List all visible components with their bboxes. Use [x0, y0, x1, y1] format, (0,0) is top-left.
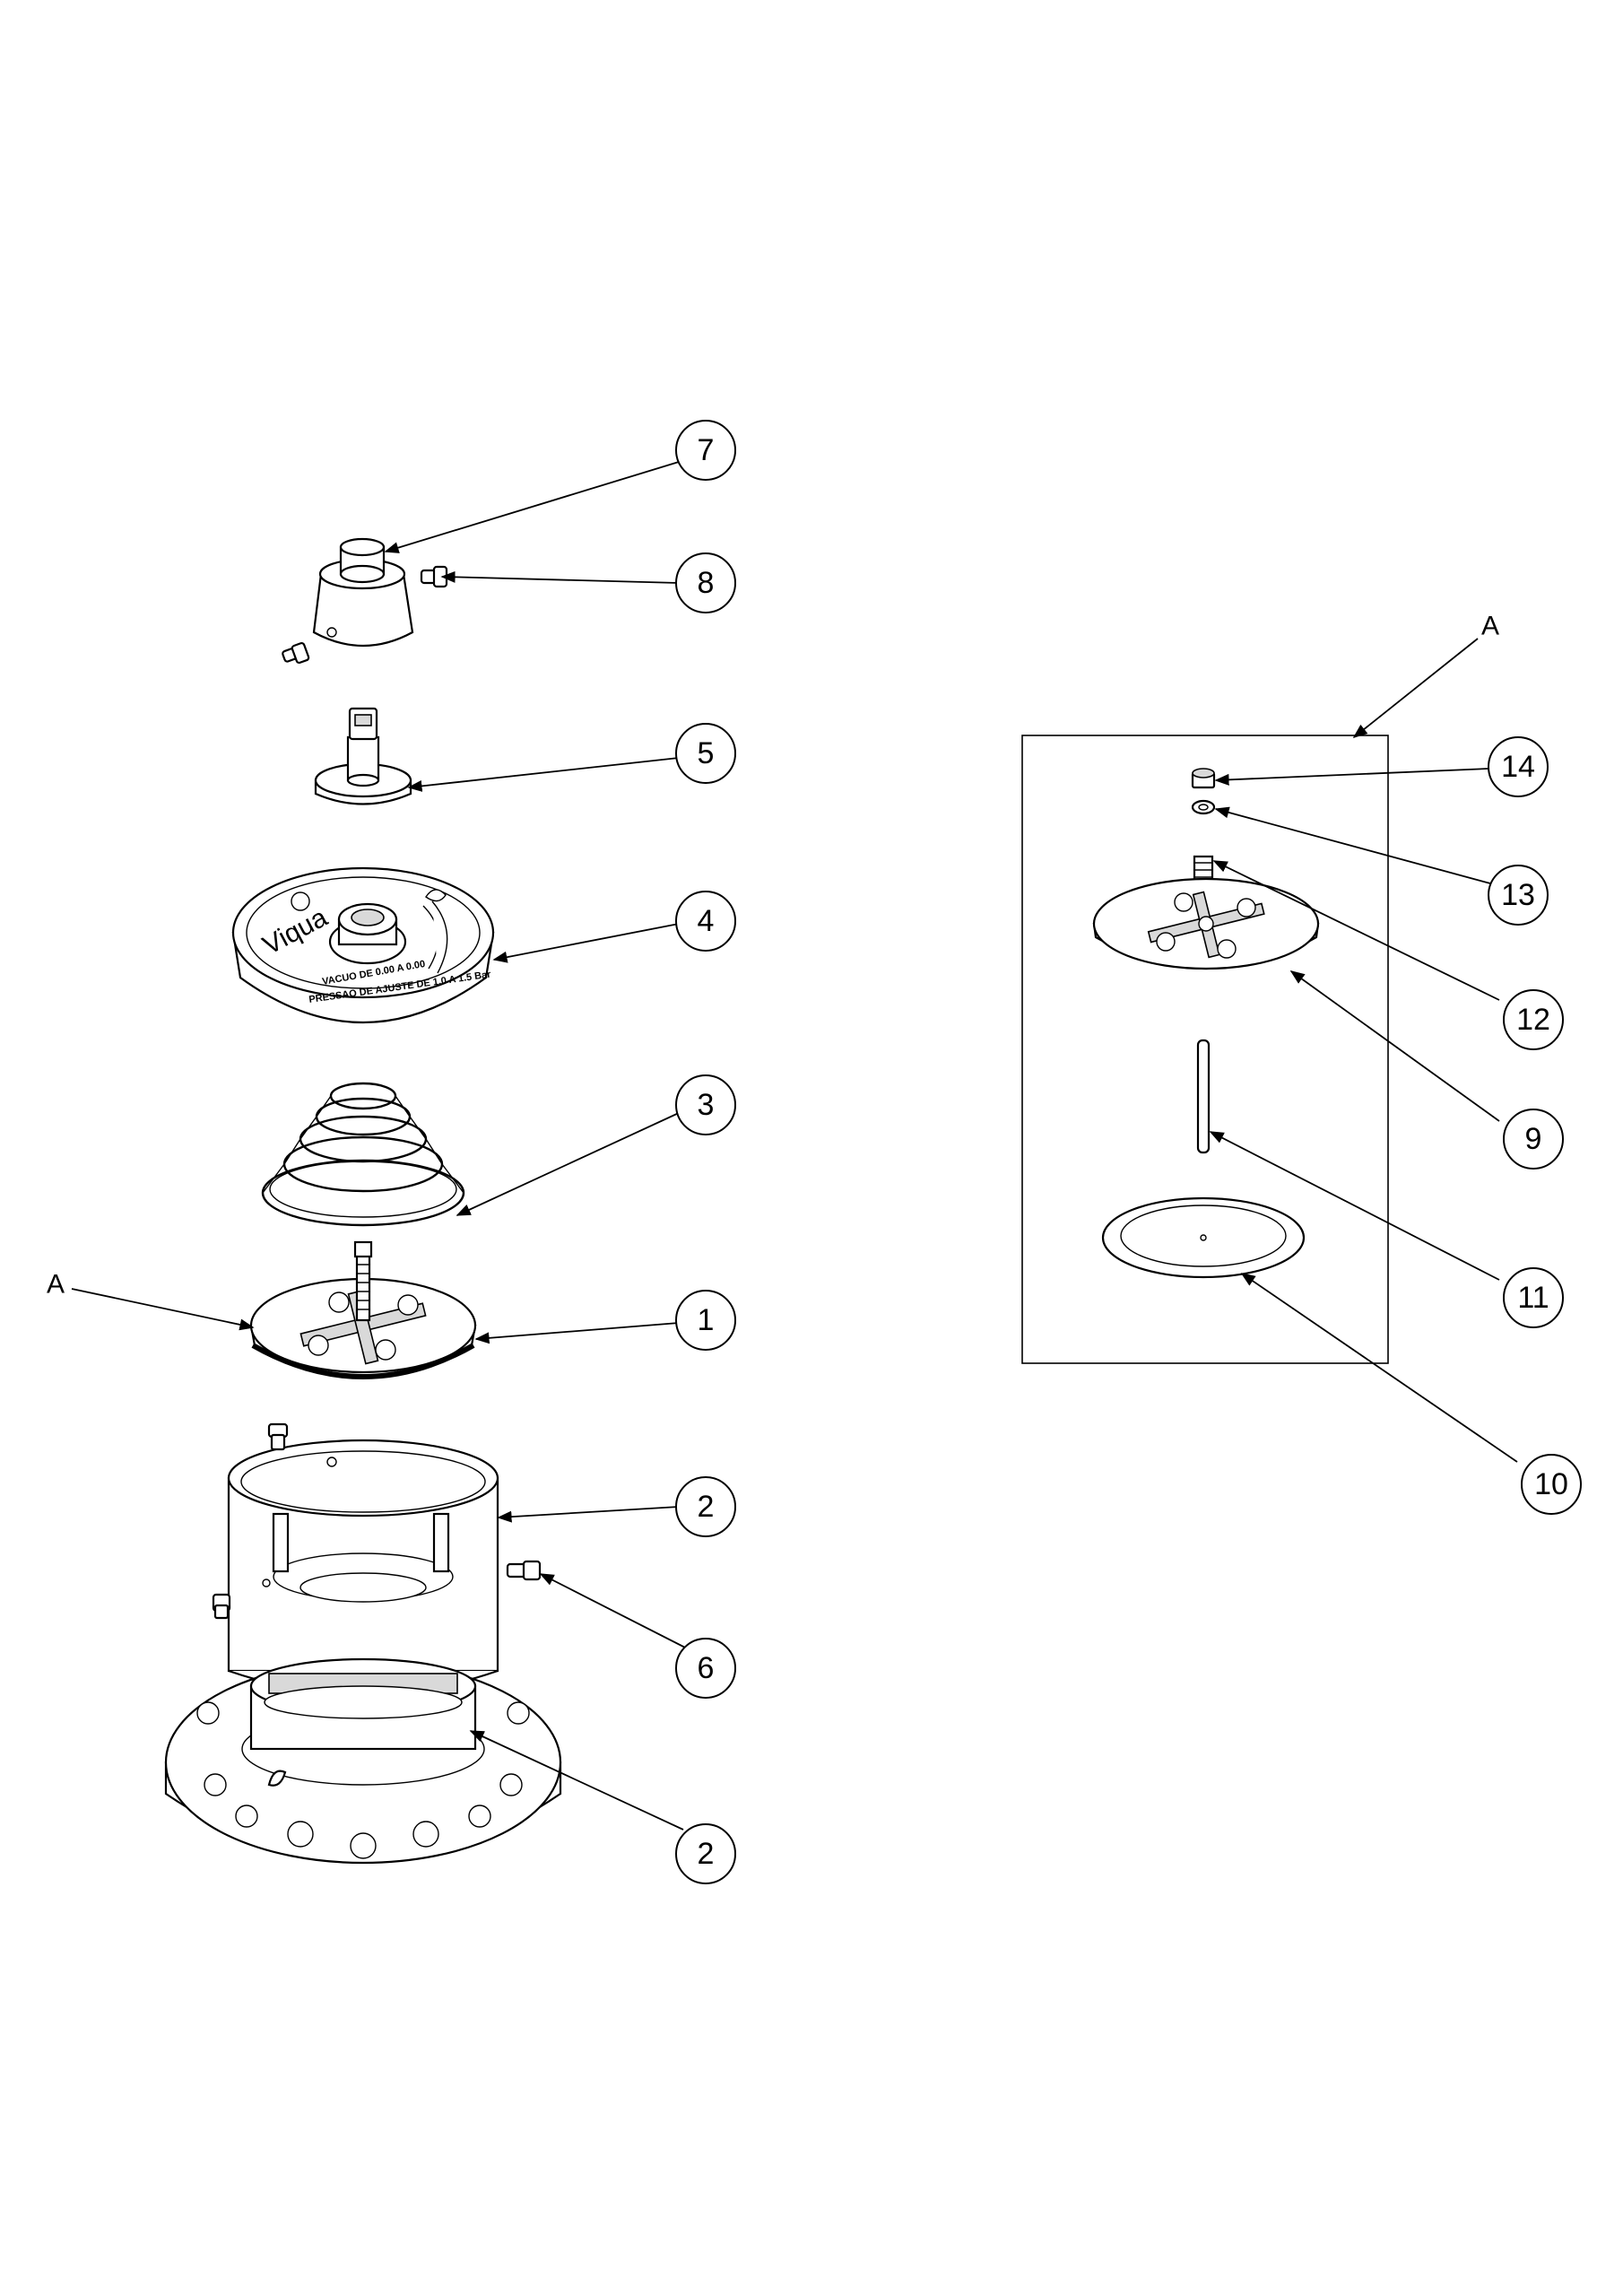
- callout-7: 7: [675, 420, 736, 481]
- callout-14: 14: [1488, 736, 1549, 797]
- part-5-stem: [314, 707, 412, 805]
- callout-3: 3: [675, 1074, 736, 1135]
- callout-10: 10: [1521, 1454, 1582, 1515]
- callout-9-label: 9: [1525, 1122, 1542, 1156]
- callout-13: 13: [1488, 865, 1549, 926]
- part-14-nut: [1191, 768, 1216, 789]
- leader-13: [1214, 806, 1491, 884]
- callout-5: 5: [675, 723, 736, 784]
- callout-12-label: 12: [1516, 1003, 1550, 1037]
- part-1-diaphragm-plate: [249, 1240, 477, 1379]
- callout-13-label: 13: [1501, 878, 1535, 912]
- leader-11: [1209, 1131, 1500, 1281]
- leader-10: [1240, 1273, 1518, 1463]
- part-7-cap: [312, 537, 414, 647]
- detail-a-frame: [1021, 735, 1389, 1364]
- part-6-set-screw-side: [212, 1593, 231, 1620]
- part-6-set-screw: [506, 1560, 542, 1581]
- callout-8: 8: [675, 552, 736, 613]
- leader-4: [492, 923, 680, 963]
- callout-2-upper-label: 2: [698, 1490, 715, 1524]
- callout-2-upper: 2: [675, 1476, 736, 1537]
- leader-5: [407, 757, 680, 792]
- leader-1: [474, 1322, 680, 1344]
- callout-6: 6: [675, 1638, 736, 1699]
- callout-4-label: 4: [698, 904, 715, 938]
- part-11-pin: [1196, 1039, 1211, 1154]
- part-6-set-screw-top: [267, 1422, 289, 1451]
- left-leaders: [71, 461, 691, 1831]
- part-9-plate: [1092, 877, 1320, 970]
- part-4-bonnet: Viqua VACUO DE 0.00 A 0.00 PRESSAO DE AJ…: [231, 866, 495, 1024]
- callout-5-label: 5: [698, 736, 715, 770]
- callout-11: 11: [1503, 1267, 1564, 1328]
- callout-11-label: 11: [1517, 1281, 1549, 1315]
- callout-1: 1: [675, 1290, 736, 1351]
- callout-3-label: 3: [698, 1088, 715, 1122]
- leader-A-right: [1352, 638, 1479, 739]
- part-10-diaphragm: [1101, 1196, 1306, 1279]
- leader-8: [440, 570, 680, 584]
- callout-8-label: 8: [698, 566, 715, 600]
- leader-9: [1289, 970, 1500, 1122]
- callout-2-lower: 2: [675, 1823, 736, 1884]
- callout-9: 9: [1503, 1109, 1564, 1170]
- part-8-screw-loose: [282, 641, 310, 665]
- leader-3: [456, 1111, 681, 1216]
- callout-6-label: 6: [698, 1651, 715, 1685]
- callout-12: 12: [1503, 989, 1564, 1050]
- part-2-flange-base: [164, 1657, 562, 1865]
- callout-10-label: 10: [1534, 1467, 1568, 1501]
- leader-2-lower: [469, 1730, 684, 1831]
- leader-6: [539, 1573, 691, 1651]
- callout-7-label: 7: [698, 433, 715, 467]
- callout-4: 4: [675, 891, 736, 952]
- callout-2-lower-label: 2: [698, 1837, 715, 1871]
- detail-letter-left: A: [47, 1270, 65, 1300]
- leader-14: [1214, 768, 1489, 786]
- leader-A-left: [71, 1288, 255, 1331]
- detail-letter-box: A: [1481, 612, 1499, 641]
- leader-7: [384, 461, 680, 553]
- leader-12: [1212, 860, 1500, 1001]
- callout-1-label: 1: [698, 1303, 715, 1337]
- part-13-washer: [1191, 799, 1216, 815]
- leader-2-upper: [497, 1506, 680, 1523]
- part-3-spring: [261, 1082, 465, 1227]
- part-2-body-upper: [227, 1439, 499, 1696]
- callout-14-label: 14: [1501, 750, 1535, 784]
- detail-leaders: [1209, 768, 1518, 1463]
